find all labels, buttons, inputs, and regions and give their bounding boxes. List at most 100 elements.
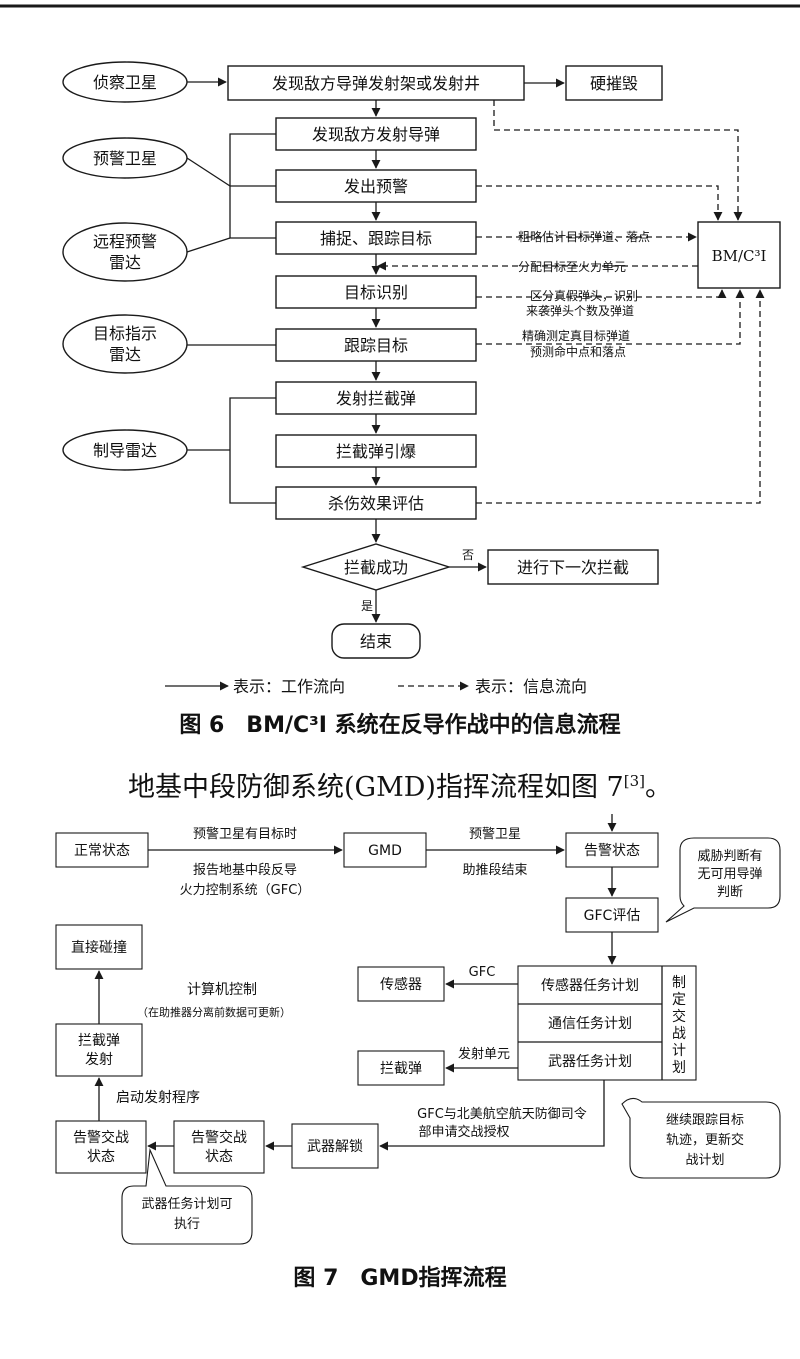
edge-label-start-launch: 启动发射程序 — [116, 1090, 200, 1106]
node-normal-state — [55, 832, 149, 868]
label-direct-hit: 直接碰撞 — [71, 939, 127, 956]
label-normal-state: 正常状态 — [74, 843, 130, 859]
label-threat-3: 判断 — [717, 885, 743, 900]
label-weapon-plan: 武器任务计划 — [548, 1054, 632, 1070]
node-end — [331, 623, 421, 659]
label-executable-1: 武器任务计划可 — [141, 1196, 232, 1212]
label-alert-engage-state-1: 告警交战 — [191, 1129, 247, 1146]
edge-label-estimate: 粗略估计目标弹道、落点 — [518, 229, 650, 244]
node-next-intercept — [487, 549, 659, 585]
label-comm-plan: 通信任务计划 — [548, 1016, 632, 1032]
edge-label-no: 否 — [462, 548, 474, 562]
node-alert-engage-state — [173, 1120, 265, 1174]
node-engage-state — [55, 1120, 147, 1174]
callout-threat-judgement — [665, 837, 781, 923]
label-long-range-radar-1: 远程预警 — [93, 232, 157, 251]
label-alert-state: 告警状态 — [584, 843, 640, 859]
body-text-period: 。 — [645, 772, 672, 803]
edge-label-update-note: （在助推器分离前数据可更新） — [137, 1005, 291, 1019]
edge-warning-sat-link — [186, 157, 231, 187]
label-issue-warning: 发出预警 — [344, 177, 408, 196]
edge-label-yes: 是 — [361, 599, 373, 613]
edge-label-warn-has-target: 预警卫星有目标时 — [193, 826, 297, 842]
callout-continue-tracking — [621, 1097, 781, 1179]
label-make-plan-3: 交 — [672, 1008, 686, 1025]
label-end: 结束 — [360, 632, 392, 651]
edge-label-precise-2: 预测命中点和落点 — [530, 344, 626, 359]
edge-label-boost-end: 助推段结束 — [462, 863, 527, 878]
label-gmd: GMD — [368, 843, 402, 859]
label-target-identification: 目标识别 — [344, 283, 408, 302]
node-bmc3i — [697, 221, 781, 289]
label-long-range-radar-2: 雷达 — [109, 253, 141, 272]
label-make-plan-4: 战 — [672, 1026, 686, 1042]
node-target-indication-radar — [62, 314, 188, 374]
label-engage-state-1: 告警交战 — [73, 1129, 129, 1146]
label-executable-2: 执行 — [174, 1217, 200, 1232]
body-text: 地基中段防御系统(GMD)指挥流程如图 7[3]。 — [128, 772, 672, 803]
label-gfc-evaluation: GFC评估 — [584, 908, 641, 924]
node-weapon-unlock — [291, 1123, 379, 1169]
label-intercept-success: 拦截成功 — [344, 558, 408, 577]
label-interceptor: 拦截弹 — [380, 1061, 422, 1077]
body-text-citation: [3] — [624, 772, 645, 790]
label-threat-2: 无可用导弹 — [697, 867, 762, 882]
label-sensor: 传感器 — [380, 976, 422, 993]
label-capture-track: 捕捉、跟踪目标 — [320, 229, 432, 248]
label-make-plan-6: 划 — [672, 1060, 686, 1076]
body-text-main: 地基中段防御系统(GMD)指挥流程如图 7 — [128, 772, 624, 803]
edge-label-warn-sat: 预警卫星 — [469, 826, 521, 842]
edge-info-track-to-bmc3i — [476, 289, 745, 345]
node-direct-hit — [55, 924, 143, 970]
label-interceptor-launch-2: 发射 — [85, 1052, 113, 1068]
label-interceptor-detonate: 拦截弹引爆 — [336, 442, 416, 461]
label-make-plan-2: 定 — [672, 992, 686, 1008]
label-threat-1: 威胁判断有 — [697, 849, 762, 864]
label-alert-engage-state-2: 状态 — [205, 1149, 233, 1165]
edge-info-warning-to-bmc3i — [476, 185, 723, 221]
edge-label-assign: 分配目标至火力单元 — [518, 260, 626, 274]
edge-guidance-bracket — [229, 397, 276, 504]
node-interceptor-launch — [55, 1023, 143, 1077]
edge-long-radar-to-capture — [186, 237, 231, 253]
edge-label-report-1: 报告地基中段反导 — [193, 863, 297, 878]
label-make-plan-5: 计 — [672, 1043, 686, 1059]
edge-label-report-2: 火力控制系统（GFC） — [180, 883, 311, 898]
label-recon-satellite: 侦察卫星 — [93, 73, 157, 92]
edge-info-launcher-to-bmc3i — [493, 100, 743, 221]
label-make-plan-1: 制 — [672, 975, 686, 991]
label-next-intercept: 进行下一次拦截 — [517, 558, 629, 577]
edge-info-identify-to-bmc3i — [476, 289, 727, 299]
label-kill-assessment: 杀伤效果评估 — [328, 494, 424, 513]
node-interceptor — [357, 1050, 445, 1086]
label-sensor-plan: 传感器任务计划 — [541, 977, 639, 994]
node-target-identification — [275, 275, 477, 309]
edge-label-request-1: GFC与北美航空航天防御司令 — [417, 1106, 587, 1122]
legend-info-flow: 表示：信息流向 — [475, 677, 587, 696]
figure-6: 侦察卫星 预警卫星 远程预警 雷达 目标指示 雷达 制导雷达 发现敌方导弹发射架… — [62, 61, 781, 738]
label-engage-state-2: 状态 — [87, 1149, 115, 1165]
edge-label-precise-1: 精确测定真目标弹道 — [522, 328, 630, 343]
figure-7-caption: 图 7 GMD指挥流程 — [293, 1265, 506, 1291]
edge-info-assess-to-bmc3i — [476, 289, 765, 504]
node-interceptor-detonate — [275, 434, 477, 468]
label-launch-interceptor: 发射拦截弹 — [336, 389, 416, 408]
label-continue-2: 轨迹，更新交 — [666, 1132, 744, 1148]
node-sensor — [357, 966, 445, 1002]
figure-7: 正常状态 GMD 告警状态 GFC评估 威胁判断有 无可用导弹 判断 直接碰撞 … — [55, 814, 781, 1291]
node-plan-block — [517, 965, 697, 1081]
legend-work-flow: 表示：工作流向 — [233, 677, 345, 696]
label-target-indication-radar-2: 雷达 — [109, 345, 141, 364]
label-warning-satellite: 预警卫星 — [93, 149, 157, 168]
label-guidance-radar: 制导雷达 — [93, 441, 157, 460]
label-bmc3i: BM/C³I — [712, 247, 767, 265]
label-find-launcher: 发现敌方导弹发射架或发射井 — [272, 74, 480, 93]
label-interceptor-launch-1: 拦截弹 — [78, 1033, 120, 1049]
label-weapon-unlock: 武器解锁 — [307, 1139, 363, 1155]
edge-label-discriminate-2: 来袭弹头个数及弹道 — [526, 303, 634, 318]
label-continue-1: 继续跟踪目标 — [666, 1113, 744, 1128]
label-hard-kill: 硬摧毁 — [590, 74, 638, 93]
label-track-target: 跟踪目标 — [344, 336, 408, 355]
edge-label-gfc: GFC — [469, 965, 496, 980]
